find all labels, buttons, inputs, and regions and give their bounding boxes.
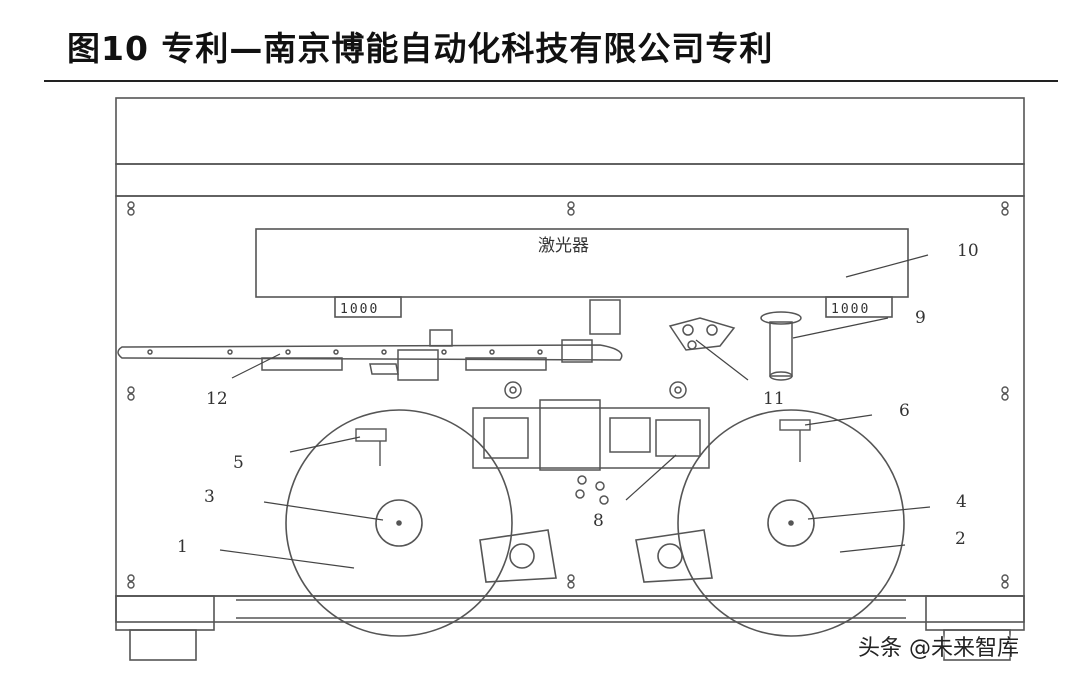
figure-title: 图10 专利—南京博能自动化科技有限公司专利 — [67, 29, 774, 68]
right-reel — [635, 409, 905, 637]
laser-unit — [255, 228, 909, 318]
main-cabinet — [115, 195, 1025, 597]
leader-lines — [219, 254, 931, 569]
left-reel — [285, 409, 557, 637]
title-underline — [44, 80, 1058, 82]
top-housing-rail — [115, 163, 1025, 197]
central-mechanism — [472, 381, 710, 505]
callout-1: 1 — [177, 537, 188, 557]
part-9-nozzle — [760, 311, 802, 381]
counter-left-box — [334, 296, 402, 318]
callout-10: 10 — [957, 241, 979, 261]
counter-right-box — [825, 296, 893, 318]
counter-left: 1000 — [340, 302, 379, 317]
watermark: 头条 @未来智库 — [858, 636, 1019, 661]
screws — [127, 201, 1009, 589]
callout-11: 11 — [763, 389, 785, 409]
part-11 — [668, 317, 736, 351]
callout-4: 4 — [956, 492, 967, 512]
callout-5: 5 — [233, 453, 244, 473]
conveyor-arm — [117, 299, 623, 381]
callout-6: 6 — [899, 401, 910, 421]
right-foot — [925, 595, 1025, 631]
left-foot — [115, 595, 215, 631]
callout-3: 3 — [204, 487, 215, 507]
callout-8: 8 — [593, 511, 604, 531]
callout-12: 12 — [206, 389, 228, 409]
top-housing — [115, 97, 1025, 165]
sensors — [355, 419, 811, 466]
callout-2: 2 — [955, 529, 966, 549]
laser-label: 激光器 — [538, 236, 589, 256]
counter-right: 1000 — [831, 302, 870, 317]
callout-9: 9 — [915, 308, 926, 328]
